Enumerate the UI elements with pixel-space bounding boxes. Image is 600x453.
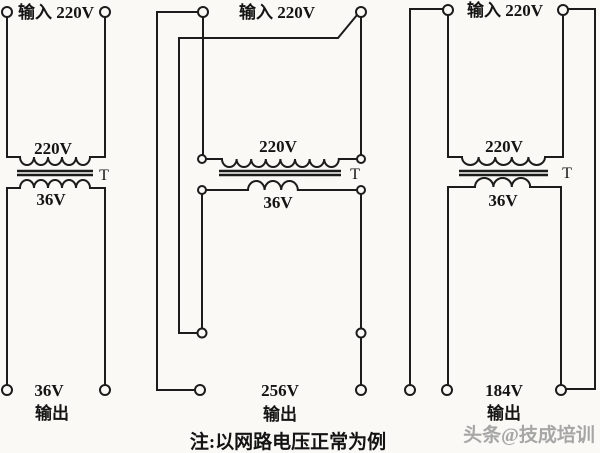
junction-node (197, 185, 207, 195)
input-terminal (197, 6, 209, 18)
input-terminal (99, 6, 111, 18)
wire (6, 16, 21, 158)
wire (89, 187, 106, 386)
secondary-voltage-label: 36V (36, 190, 66, 209)
wire (529, 186, 562, 386)
junction-node (355, 327, 367, 339)
wire (156, 11, 199, 391)
input-terminal (557, 4, 569, 16)
wire (6, 187, 21, 386)
primary-voltage-label: 220V (485, 137, 524, 156)
output-caption: 输出 (35, 403, 69, 423)
secondary-voltage-label: 36V (488, 191, 518, 210)
transformer-designation: T (562, 165, 572, 182)
output-voltage-value: 36V (34, 381, 64, 400)
output-terminal (99, 384, 111, 396)
wire (178, 13, 359, 334)
wire (565, 8, 596, 390)
transformer-designation: T (99, 167, 109, 184)
input-voltage-label: 输入 220V (467, 0, 544, 20)
junction-node (356, 185, 366, 195)
transformer-designation: T (350, 166, 360, 183)
input-voltage-label: 输入 220V (239, 2, 316, 22)
output-caption: 输出 (487, 403, 521, 423)
output-caption: 输出 (263, 404, 297, 424)
output-voltage-value: 184V (485, 381, 524, 400)
junction-node (196, 327, 208, 339)
output-terminal (404, 384, 416, 396)
output-voltage-value: 256V (261, 381, 300, 400)
input-terminal (355, 6, 367, 18)
primary-winding (205, 158, 358, 168)
wire (447, 14, 463, 158)
secondary-winding (18, 179, 92, 190)
input-terminal (1, 6, 13, 18)
output-terminal (355, 384, 367, 396)
junction-node (356, 154, 366, 164)
footnote: 注:以网路电压正常为例 (190, 430, 386, 453)
output-terminal (441, 384, 453, 396)
wire (409, 8, 444, 386)
secondary-voltage-label: 36V (263, 193, 293, 212)
input-terminal (442, 4, 454, 16)
output-terminal (1, 384, 13, 396)
secondary-winding (205, 180, 358, 191)
circuit-buck: 输入 220V 220V T 36V 184V 输出 (404, 0, 596, 423)
junction-node (197, 154, 207, 164)
output-terminal (194, 384, 206, 396)
wire (447, 186, 476, 386)
primary-voltage-label: 220V (259, 137, 298, 156)
primary-winding (460, 155, 547, 166)
circuit-boost: 输入 220V 220V T 36V 256V 输出 (156, 2, 367, 424)
secondary-winding (473, 177, 532, 189)
circuit-normal: 输入 220V 220V T 36V 36V 输出 (1, 2, 111, 423)
watermark: 头条@技成培训 (463, 423, 595, 446)
primary-winding (18, 155, 92, 166)
wire (544, 14, 564, 158)
primary-voltage-label: 220V (34, 139, 73, 158)
output-terminal (555, 384, 567, 396)
input-voltage-label: 输入 220V (18, 2, 95, 22)
wire (89, 16, 106, 158)
